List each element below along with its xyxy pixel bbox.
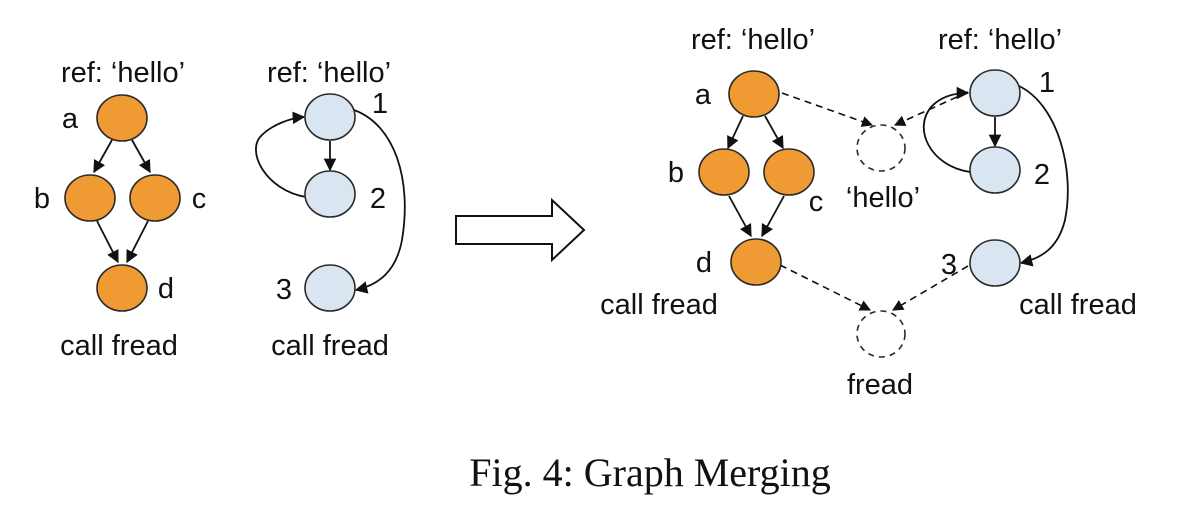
edge-a-b <box>93 139 113 174</box>
node-3-label: 3 <box>276 274 292 306</box>
node-a-label: a <box>62 103 79 135</box>
dash-1-hello <box>893 91 969 126</box>
shared-hello-node <box>856 124 906 172</box>
merged-ref-right: ref: ‘hello’ <box>938 24 1062 56</box>
graph2-ref-label: ref: ‘hello’ <box>267 57 391 89</box>
merged-node-2 <box>969 146 1021 194</box>
merged-node-3-label: 3 <box>941 249 957 281</box>
graph1-ref-label: ref: ‘hello’ <box>61 57 185 89</box>
graph1-call-label: call fread <box>60 330 178 362</box>
merged-node-c-label: c <box>809 186 824 218</box>
node-d <box>96 264 148 312</box>
merged-node-c <box>763 148 815 196</box>
graph2-call-label: call fread <box>271 330 389 362</box>
node-3 <box>304 264 356 312</box>
node-2 <box>304 170 356 218</box>
merged-ref-left: ref: ‘hello’ <box>691 24 815 56</box>
figure-caption: Fig. 4: Graph Merging <box>469 450 830 495</box>
merged-call-right: call fread <box>1019 289 1137 321</box>
merged-node-d <box>730 238 782 286</box>
merged-node-b-label: b <box>668 157 684 189</box>
merged-node-1-label: 1 <box>1039 67 1055 99</box>
merged-edge-a-c <box>764 115 784 150</box>
node-c <box>129 174 181 222</box>
node-b-label: b <box>34 183 50 215</box>
node-c-label: c <box>192 183 207 215</box>
dash-a-hello <box>781 92 874 127</box>
merged-node-2-label: 2 <box>1034 159 1050 191</box>
merged-edge-c-d <box>761 195 785 238</box>
merged-edge-a-b <box>727 115 744 150</box>
merged-node-b <box>698 148 750 196</box>
edge-b-d <box>96 220 119 264</box>
shared-fread-node <box>856 310 906 358</box>
node-1-label: 1 <box>372 88 388 120</box>
node-2-label: 2 <box>370 183 386 215</box>
node-d-label: d <box>158 273 174 305</box>
merged-edge-b-d <box>728 195 752 238</box>
edge-1-3 <box>353 109 406 294</box>
merge-arrow-icon <box>455 197 586 263</box>
node-a <box>96 94 148 142</box>
dash-d-fread <box>779 264 872 311</box>
merged-node-a <box>728 70 780 118</box>
node-b <box>64 174 116 222</box>
merged-node-1 <box>969 69 1021 117</box>
shared-hello-label: ‘hello’ <box>846 182 920 214</box>
merged-node-a-label: a <box>695 79 712 111</box>
merged-call-left: call fread <box>600 289 718 321</box>
merged-edge-2-1-loop <box>922 86 971 173</box>
shared-fread-label: fread <box>847 369 913 401</box>
edge-c-d <box>126 220 149 264</box>
dash-3-fread <box>892 265 969 311</box>
edge-a-c <box>131 139 151 174</box>
merged-node-3 <box>969 239 1021 287</box>
merged-node-d-label: d <box>696 247 712 279</box>
node-1 <box>304 93 356 141</box>
merged-edge-1-3 <box>1018 85 1069 267</box>
edge-2-1-loop <box>255 111 307 198</box>
